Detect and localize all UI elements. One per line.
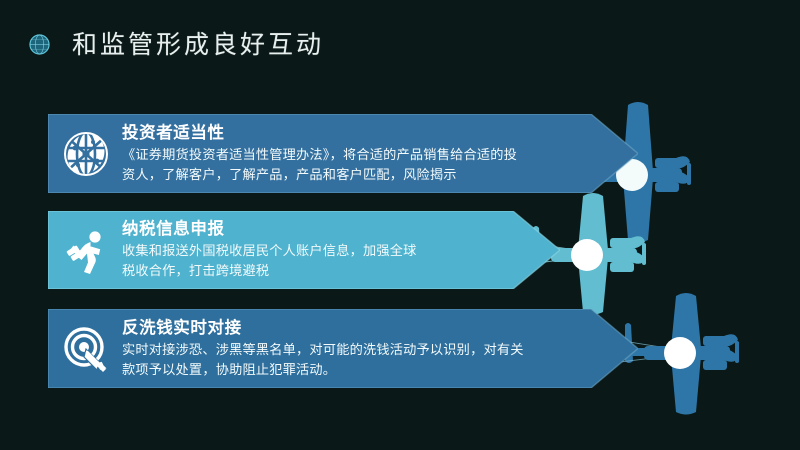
banner-anti-money-laundering[interactable]: 反洗钱实时对接 实时对接涉恐、涉黑等黑名单，对可能的洗钱活动予以识别，对有关 款… (48, 309, 638, 388)
banner-3-body-line-1: 实时对接涉恐、涉黑等黑名单，对可能的洗钱活动予以识别，对有关 (122, 341, 524, 357)
banner-1-body-line-2: 资人，了解客户，了解产品，产品和客户匹配，风险揭示 (122, 166, 457, 182)
banner-2-texts: 纳税信息申报 收集和报送外国税收居民个人账户信息，加强全球 税收合作，打击跨境避… (122, 219, 417, 281)
running-person-icon (66, 231, 101, 274)
target-dart-icon (64, 326, 110, 372)
banner-3-texts: 反洗钱实时对接 实时对接涉恐、涉黑等黑名单，对可能的洗钱活动予以识别，对有关 款… (122, 318, 524, 380)
banner-tax-information-reporting[interactable]: 纳税信息申报 收集和报送外国税收居民个人账户信息，加强全球 税收合作，打击跨境避… (48, 211, 560, 289)
banner-investor-suitability[interactable]: 投资者适当性 《证券期货投资者适当性管理办法》，将合适的产品销售给合适的投 资人… (48, 114, 638, 193)
page-title: 和监管形成良好互动 (72, 31, 325, 59)
banner-2-title: 纳税信息申报 (122, 220, 225, 238)
banner-1-shape (48, 114, 638, 193)
slide-header: 和监管形成良好互动 (0, 12, 800, 59)
banner-2-shape (48, 211, 560, 289)
globe-network-icon (64, 131, 108, 176)
banner-1-texts: 投资者适当性 《证券期货投资者适当性管理办法》，将合适的产品销售给合适的投 资人… (122, 123, 517, 185)
banner-3-title: 反洗钱实时对接 (122, 318, 242, 337)
banner-1-body-line-1: 《证券期货投资者适当性管理办法》，将合适的产品销售给合适的投 (122, 146, 518, 162)
banner-1-title: 投资者适当性 (122, 123, 225, 142)
banner-3-shape (48, 309, 638, 388)
banner-2-body-line-2: 税收合作，打击跨境避税 (122, 263, 270, 278)
banner-2-body-line-1: 收集和报送外国税收居民个人账户信息，加强全球 (122, 243, 417, 258)
globe-icon (29, 34, 50, 55)
banner-3-body-line-2: 款项予以处置，协助阻止犯罪活动。 (122, 361, 337, 377)
